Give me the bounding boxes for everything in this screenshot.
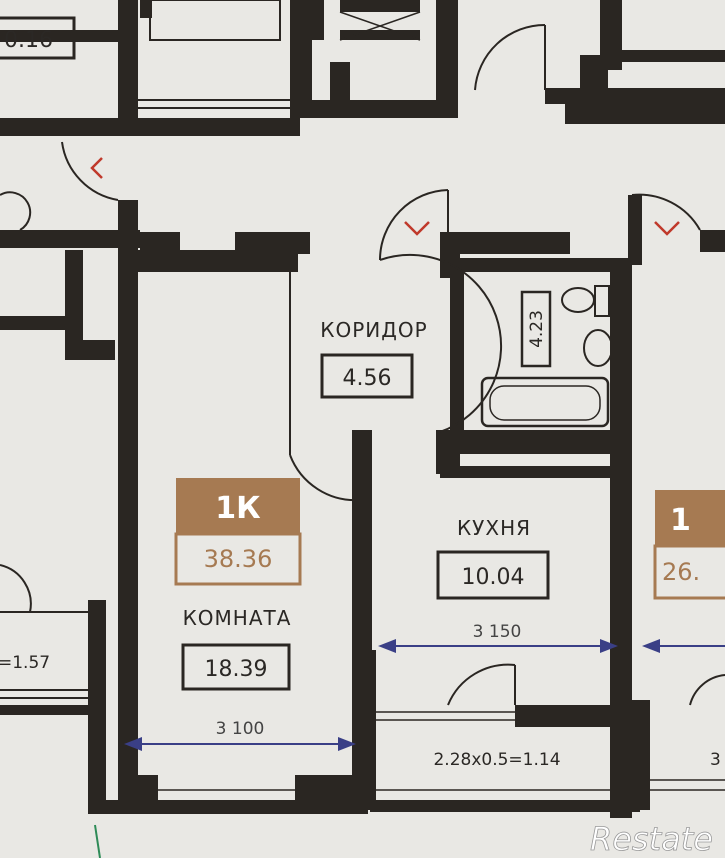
kitchen-name: КУХНЯ xyxy=(457,516,531,540)
neighbor-right-area: 26. xyxy=(662,558,700,586)
neighbor-right-badge: 1 xyxy=(670,503,691,538)
neighbor-left-balcony: =1.57 xyxy=(0,653,50,673)
neighbor-top-left-area: 0.16 xyxy=(4,28,53,53)
neighbor-right-dim: 3 xyxy=(710,750,721,770)
walls xyxy=(0,0,725,818)
entry-marks xyxy=(90,157,680,236)
bathroom-area: 4.23 xyxy=(527,310,547,348)
neighbor-right-badge-bg xyxy=(655,490,725,546)
corridor-name: КОРИДОР xyxy=(320,318,427,342)
room-width-label: 3 100 xyxy=(216,719,265,739)
kitchen-width-label: 3 150 xyxy=(473,622,522,642)
watermark: Restate xyxy=(590,820,713,858)
balcony-formula: 2.28x0.5=1.14 xyxy=(433,750,560,770)
fixtures xyxy=(0,0,725,791)
kitchen-area: 10.04 xyxy=(462,565,525,590)
apartment-type: 1К xyxy=(215,491,261,526)
corridor-area-box xyxy=(320,353,414,399)
entry-chevron-down-right xyxy=(654,221,680,236)
apartment-total-area: 38.36 xyxy=(204,545,273,573)
room-area: 18.39 xyxy=(205,657,268,682)
kitchen-area-box xyxy=(436,550,550,600)
corridor-area: 4.56 xyxy=(343,366,392,391)
room-name: КОМНАТА xyxy=(183,606,292,630)
entry-chevron-left xyxy=(90,157,103,179)
room-area-box xyxy=(181,643,291,691)
entry-chevron-down xyxy=(404,221,430,236)
green-mark xyxy=(94,824,101,858)
dimension-room: 3 100 xyxy=(124,719,356,751)
dimension-kitchen: 3 150 xyxy=(378,622,618,653)
apartment-badge: 1К 38.36 xyxy=(174,478,302,586)
dimension-neighbor-right xyxy=(642,639,725,653)
